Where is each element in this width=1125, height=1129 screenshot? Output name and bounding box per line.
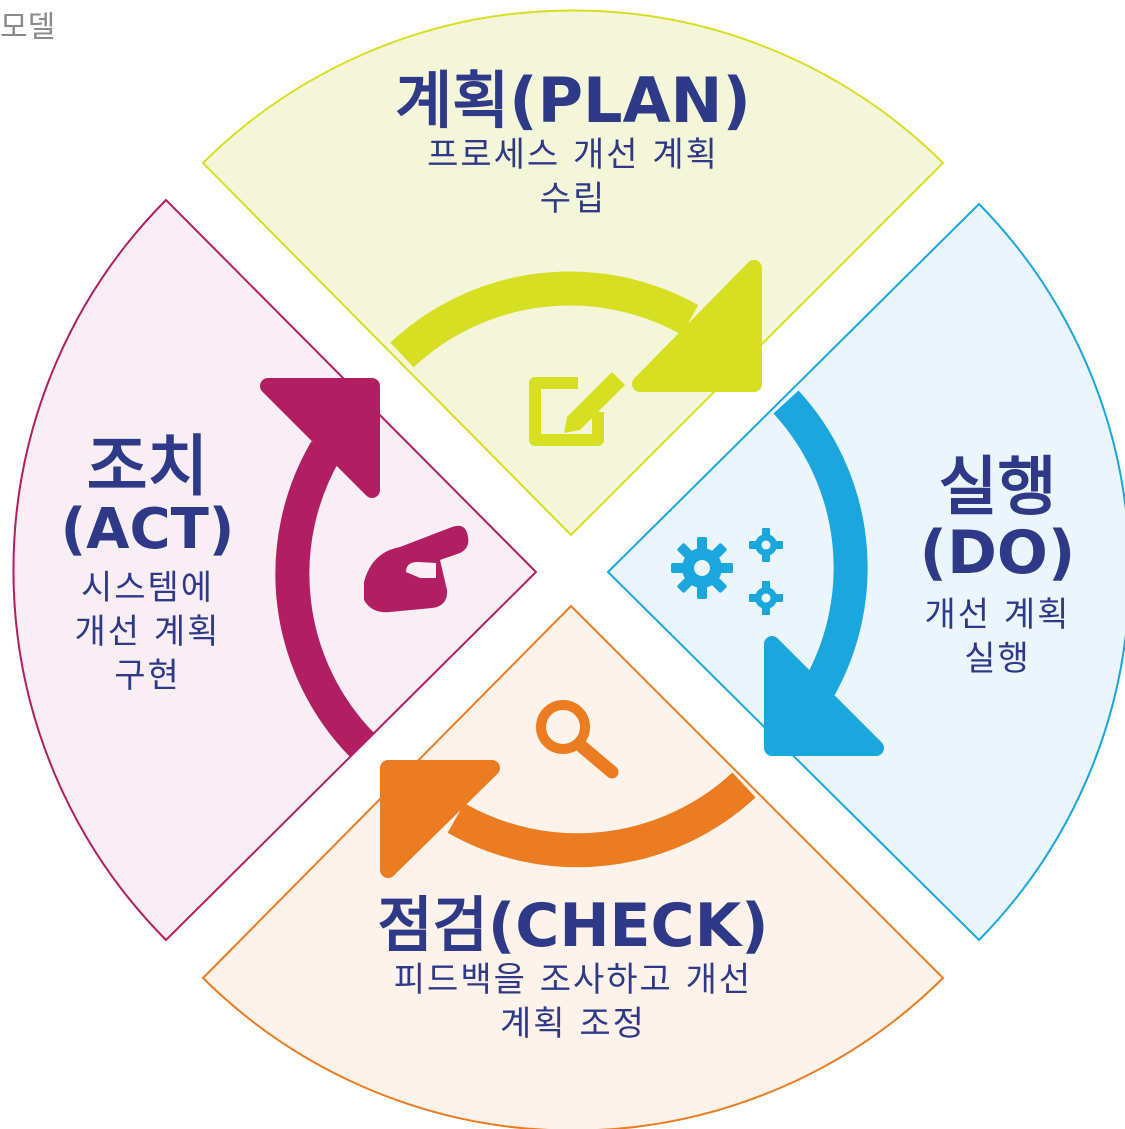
corner-label: 모델	[0, 10, 56, 45]
act-desc: 시스템에 개선 계획 구현	[40, 566, 255, 699]
plan-desc-line: 프로세스 개선 계획	[427, 135, 719, 176]
plan-arrow-arc	[390, 271, 699, 368]
plan-arrowhead	[632, 260, 762, 392]
check-wedge	[201, 604, 945, 1129]
do-arrow-arc	[773, 390, 868, 699]
do-title-line: (DO)	[919, 518, 1076, 589]
do-desc: 개선 계획 실행	[890, 593, 1105, 681]
act-desc-line: 구현	[114, 656, 181, 697]
check-desc-line: 계획 조정	[500, 1004, 646, 1045]
plan-label: 계획(PLAN) 프로세스 개선 계획 수립	[323, 68, 823, 221]
handshake-icon	[364, 525, 469, 613]
plan-desc-line: 수립	[539, 179, 607, 220]
do-title-line: 실행	[938, 451, 1057, 525]
check-desc: 피드백을 조사하고 개선 계획 조정	[318, 958, 828, 1046]
act-title-line: 조치	[86, 428, 209, 505]
do-arrowhead	[764, 636, 884, 756]
check-arrow-arc	[447, 772, 756, 868]
check-label: 점검(CHECK) 피드백을 조사하고 개선 계획 조정	[318, 895, 828, 1046]
check-desc-line: 피드백을 조사하고 개선	[393, 960, 753, 1000]
plan-desc: 프로세스 개선 계획 수립	[323, 133, 823, 221]
act-arrowhead	[260, 378, 380, 498]
check-title: 점검(CHECK)	[377, 891, 769, 961]
check-arrowhead	[380, 760, 500, 878]
edit-icon	[529, 372, 625, 446]
search-icon	[536, 700, 619, 779]
act-desc-line: 개선 계획	[74, 612, 221, 653]
plan-title: 계획(PLAN)	[395, 64, 751, 137]
act-arrow-arc	[275, 441, 375, 757]
act-label: 조치 (ACT) 시스템에 개선 계획 구현	[40, 432, 255, 699]
do-label: 실행 (DO) 개선 계획 실행	[890, 451, 1105, 682]
act-title-line: (ACT)	[60, 497, 235, 563]
act-wedge	[12, 198, 538, 942]
do-desc-line: 개선 계획	[924, 595, 1071, 636]
act-desc-line: 시스템에	[80, 568, 215, 609]
gears-icon	[671, 528, 783, 615]
do-desc-line: 실행	[964, 639, 1031, 680]
